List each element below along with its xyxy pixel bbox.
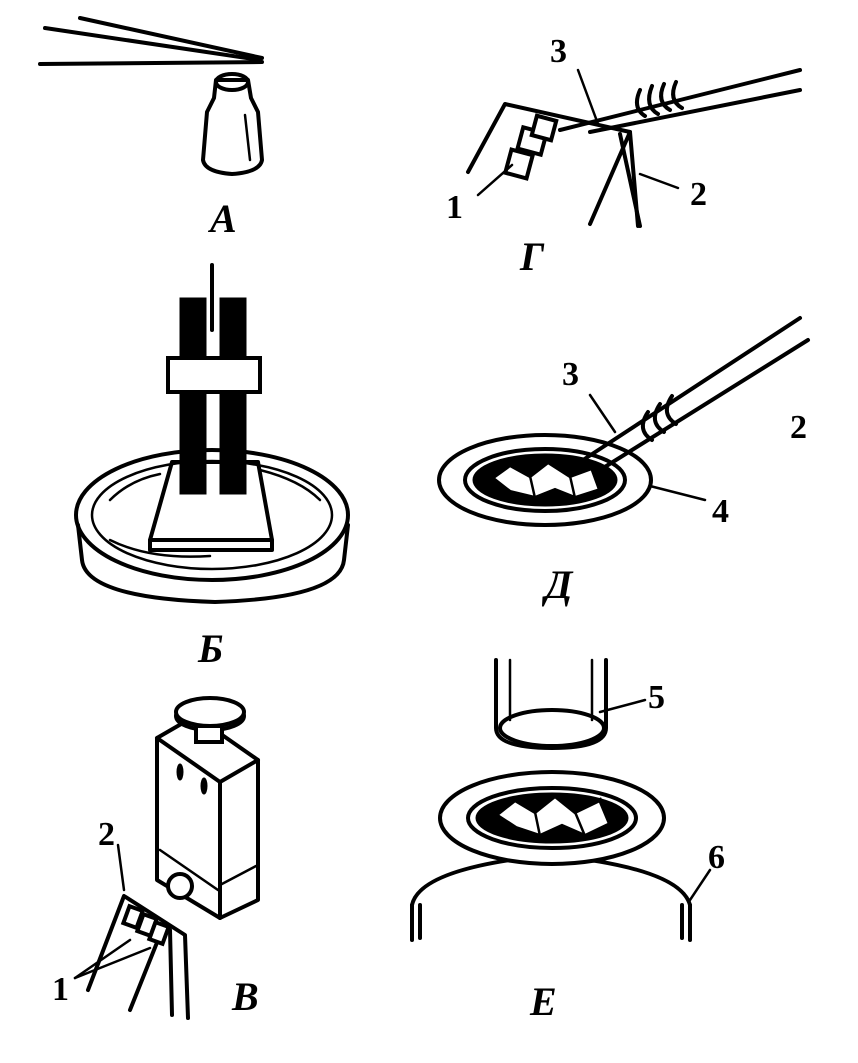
glass-slide-b	[148, 460, 274, 552]
tweezers-a	[38, 16, 264, 66]
panel-v-label: В	[231, 974, 259, 1019]
panel-d: 3 2 4 Д	[437, 316, 810, 607]
needle-d	[578, 316, 810, 472]
crystals-e	[492, 793, 613, 839]
bars-b	[166, 263, 262, 495]
callout-g-1: 1	[446, 189, 463, 226]
callout-lines-d	[588, 393, 707, 502]
panel-e: 5 6 Е	[410, 658, 725, 1024]
callout-g-3: 3	[550, 33, 567, 70]
dish-b	[74, 448, 350, 604]
callout-v-2: 2	[98, 816, 115, 853]
objective-e	[494, 658, 608, 750]
panel-a: А	[38, 16, 264, 241]
callout-d-3: 3	[562, 356, 579, 393]
crystals-g	[502, 113, 559, 181]
callout-lines-e	[598, 698, 712, 902]
needle-g	[558, 68, 802, 134]
stage-e	[410, 853, 692, 942]
crystals-d	[488, 459, 603, 501]
jar-a	[201, 72, 264, 176]
panel-g-label: Г	[519, 234, 545, 279]
callout-lines-v	[73, 843, 152, 980]
panel-v: 1 2 В	[52, 696, 260, 1020]
callout-lines-g	[476, 68, 680, 197]
panel-e-label: Е	[529, 979, 557, 1024]
panel-a-label: А	[207, 196, 237, 241]
panel-d-label: Д	[541, 562, 574, 607]
panel-g: 1 2 3 Г	[446, 33, 802, 279]
callout-d-4: 4	[712, 493, 729, 530]
knob-v	[174, 696, 246, 744]
callout-e-5: 5	[648, 679, 665, 716]
callout-d-2: 2	[790, 409, 807, 446]
callout-v-1: 1	[52, 971, 69, 1008]
callout-g-2: 2	[690, 176, 707, 213]
crystals-v	[120, 903, 172, 947]
screw-v	[166, 872, 194, 900]
panel-b-label: Б	[197, 626, 223, 671]
callout-e-6: 6	[708, 839, 725, 876]
blade-v	[86, 894, 190, 1020]
panel-b: Б	[74, 263, 350, 671]
